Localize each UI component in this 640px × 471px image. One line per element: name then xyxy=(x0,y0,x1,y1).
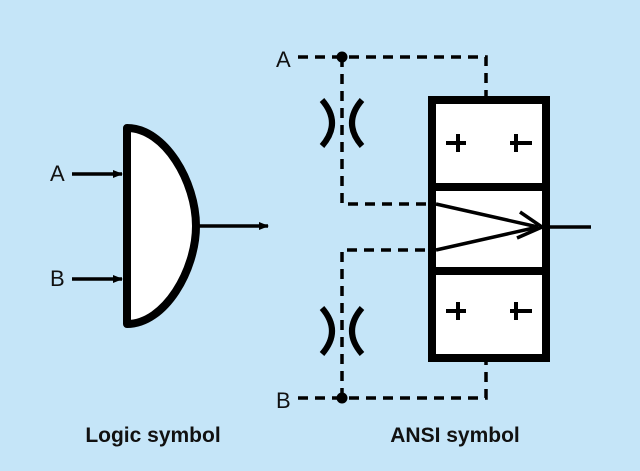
ansi-symbol: A B xyxy=(276,47,591,447)
pilot-line-a-top xyxy=(298,55,488,100)
orifice-a xyxy=(319,98,365,148)
pilot-line-a-branch xyxy=(340,57,432,206)
logic-symbol: A B Logic symbol xyxy=(50,124,269,447)
and-gate-body xyxy=(123,124,200,328)
logic-symbol-caption: Logic symbol xyxy=(85,424,220,447)
ansi-label-a: A xyxy=(276,47,291,72)
logic-label-b: B xyxy=(50,266,65,291)
orifice-b xyxy=(319,306,365,356)
blocked-ports-bottom xyxy=(446,302,532,320)
logic-label-a: A xyxy=(50,161,65,186)
pilot-line-b-bottom xyxy=(298,358,488,400)
ansi-symbol-caption: ANSI symbol xyxy=(390,424,520,447)
flow-paths-middle xyxy=(435,202,546,252)
ansi-label-b: B xyxy=(276,388,291,413)
blocked-ports-top xyxy=(446,134,532,152)
pilot-line-b-branch xyxy=(340,248,432,398)
